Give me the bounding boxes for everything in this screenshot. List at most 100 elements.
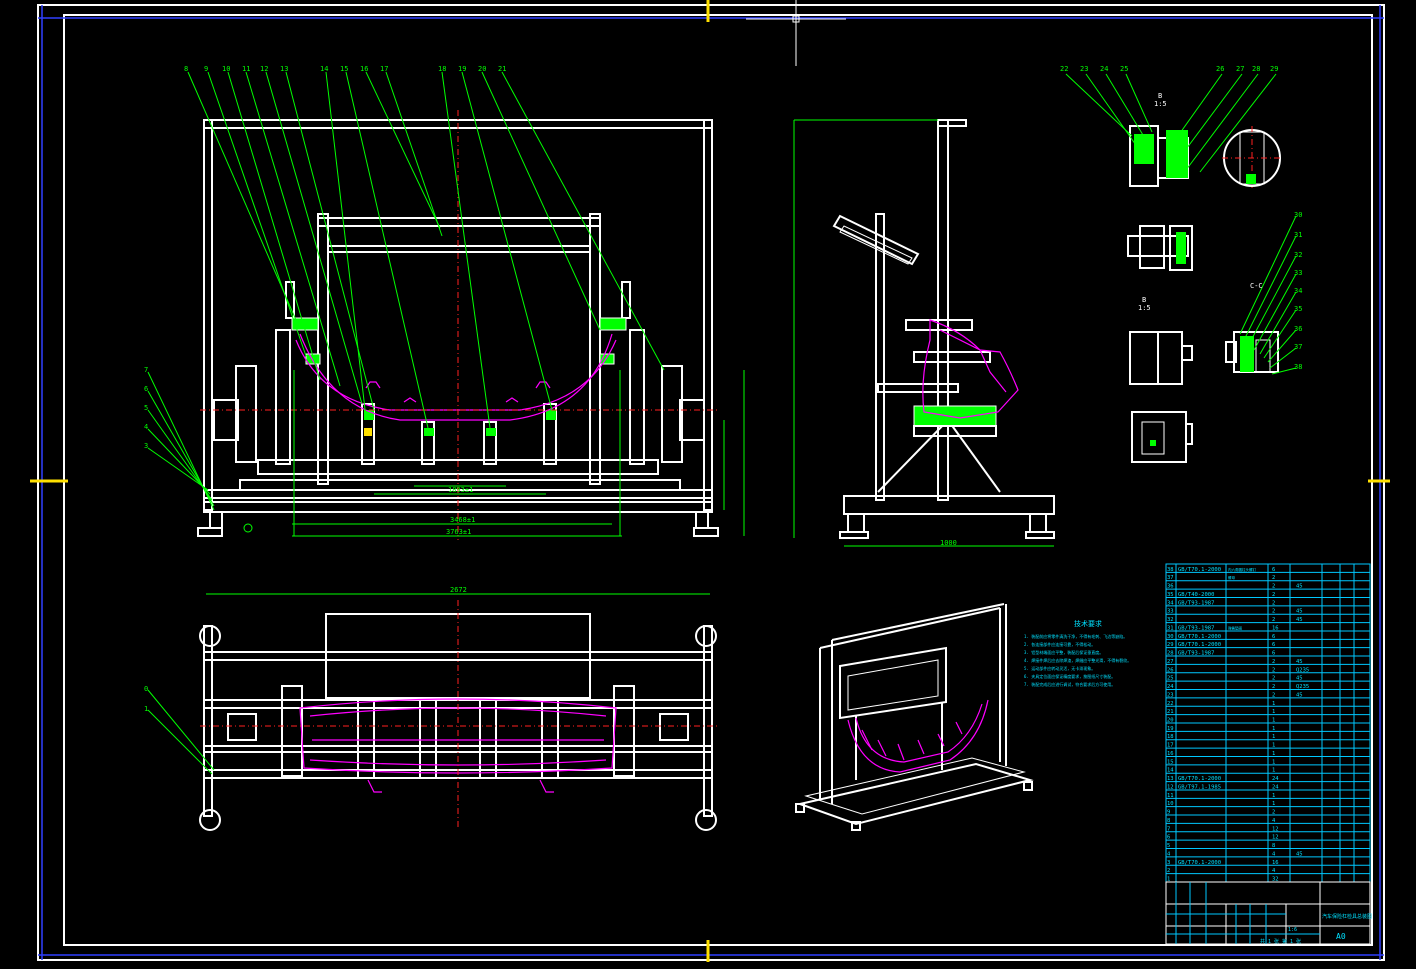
svg-text:1893±1: 1893±1 [448,486,473,494]
drawing-title: 汽车保险杠检具总装图 [1322,913,1372,920]
bom-cell-no: 15 [1167,759,1174,765]
title-block: 汽车保险杠检具总装图 1:6 共 1 张 第 1 张 A0 [1165,881,1372,945]
bom-cell-qty: 2 [1272,667,1275,673]
bom-cell-qty: 6 [1272,634,1275,640]
bom-cell-mat: 45 [1296,692,1303,698]
bom-cell-qty: 2 [1272,659,1275,665]
balloon: 15 [340,65,348,73]
balloon: 27 [1236,65,1244,73]
balloon: 24 [1100,65,1108,73]
bom-cell-mat: 45 [1296,609,1303,615]
bom-cell-qty: 2 [1272,609,1275,615]
bom-cell-code: GB/T40-2000 [1178,592,1214,598]
bom-cell-no: 5 [1167,843,1170,849]
note-line: 5. 运动部件应转动灵活，无卡滞现象。 [1024,665,1095,671]
bom-cell-no: 6 [1167,835,1170,841]
note-line: 6. 夹具定位面应保证精度要求，按图纸尺寸装配。 [1024,673,1115,679]
balloon: 35 [1294,305,1302,313]
balloon: 8 [184,65,188,73]
balloon: 7 [144,366,148,374]
bom-cell-qty: 2 [1272,676,1275,682]
bom-cell-code: GB/T93-1987 [1178,625,1214,631]
bom-cell-name: 内六角圆柱头螺钉 [1228,567,1256,572]
bom-cell-code: GB/T70.1-2000 [1178,567,1221,573]
bom-cell-code: GB/T97.1-1985 [1178,784,1221,790]
sheet-border [30,0,1390,962]
note-line: 3. 铝型材端面应平整，装配后保证垂直度。 [1024,649,1103,655]
bom-cell-no: 14 [1167,768,1174,774]
bom-cell-no: 2 [1167,868,1170,874]
bom-cell-no: 32 [1167,617,1174,623]
bom-cell-code: GB/T93-1987 [1178,651,1214,657]
balloon: 22 [1060,65,1068,73]
balloon: 25 [1120,65,1128,73]
bom-cell-mat: Q235 [1296,684,1309,690]
bom-cell-no: 22 [1167,701,1174,707]
bom-cell-qty: 2 [1272,684,1275,690]
bom-cell-qty: 24 [1272,784,1279,790]
bom-cell-name: 弹簧垫圈 [1228,625,1243,630]
bom-cell-no: 35 [1167,592,1174,598]
balloon: 30 [1294,211,1302,219]
balloon: 19 [458,65,466,73]
paper-size: A0 [1336,932,1346,941]
bom-cell-no: 38 [1167,567,1174,573]
balloon: 32 [1294,251,1302,259]
bom-cell-no: 12 [1167,784,1174,790]
bom-cell-no: 13 [1167,776,1174,782]
bom-cell-no: 20 [1167,718,1174,724]
bom-cell-qty: 1 [1272,768,1275,774]
balloon: 21 [498,65,506,73]
balloon: 17 [380,65,388,73]
balloon: 11 [242,65,250,73]
bom-cell-no: 17 [1167,743,1174,749]
scale-value: 1:6 [1288,927,1297,933]
bom-cell-no: 36 [1167,584,1174,590]
bom-cell-no: 16 [1167,751,1174,757]
bom-cell-qty: 1 [1272,718,1275,724]
bom-cell-no: 3 [1167,860,1170,866]
balloon: 29 [1270,65,1278,73]
bom-cell-no: 7 [1167,826,1170,832]
bom-cell-qty: 2 [1272,600,1275,606]
bom-cell-code: GB/T70.1-2000 [1178,860,1221,866]
notes-title: 技术要求 [1074,619,1102,628]
svg-text:3468±1: 3468±1 [450,516,475,524]
balloon: 5 [144,404,148,412]
sheet-count: 共 1 张 第 1 张 [1260,938,1301,945]
balloon: 36 [1294,325,1302,333]
note-line: 7. 装配完成后应进行调试，符合要求后方可使用。 [1024,681,1115,687]
bom-cell-mat: 45 [1296,851,1303,857]
note-line: 4. 焊接件焊后应去除焊渣，焊缝应平整光滑，不得有裂纹。 [1024,657,1131,663]
bom-cell-qty: 1 [1272,801,1275,807]
bom-cell-qty: 4 [1272,868,1276,874]
bom-cell-no: 28 [1167,651,1174,657]
section-scale: 1:5 [1154,100,1167,108]
note-line: 1. 装配前应将零件清洗干净，不得有毛刺、飞边等缺陷。 [1024,633,1127,639]
bom-cell-qty: 6 [1272,567,1275,573]
balloon: 1 [144,705,148,713]
bom-cell-qty: 2 [1272,617,1275,623]
bom-cell-qty: 32 [1272,877,1279,883]
balloon: 3 [144,442,148,450]
bom-cell-qty: 1 [1272,743,1275,749]
bom-cell-qty: 1 [1272,751,1275,757]
balloon: 14 [320,65,328,73]
bom-cell-mat: Q235 [1296,667,1309,673]
section-label: B [1158,92,1162,100]
bom-cell-no: 23 [1167,692,1174,698]
bom-cell-qty: 6 [1272,651,1275,657]
bom-cell-no: 29 [1167,642,1174,648]
section-label: C-C [1250,282,1263,290]
balloon: 16 [360,65,368,73]
bom-cell-no: 18 [1167,734,1174,740]
balloon: 33 [1294,269,1302,277]
bom-cell-name: 螺母 [1228,575,1236,580]
balloon: 12 [260,65,268,73]
front-view: 3468±1 3763±1 1893±1 8 9 [144,65,745,540]
bom-cell-no: 8 [1167,818,1170,824]
section-label: B [1142,296,1146,304]
side-view: 1000 [793,119,1055,547]
